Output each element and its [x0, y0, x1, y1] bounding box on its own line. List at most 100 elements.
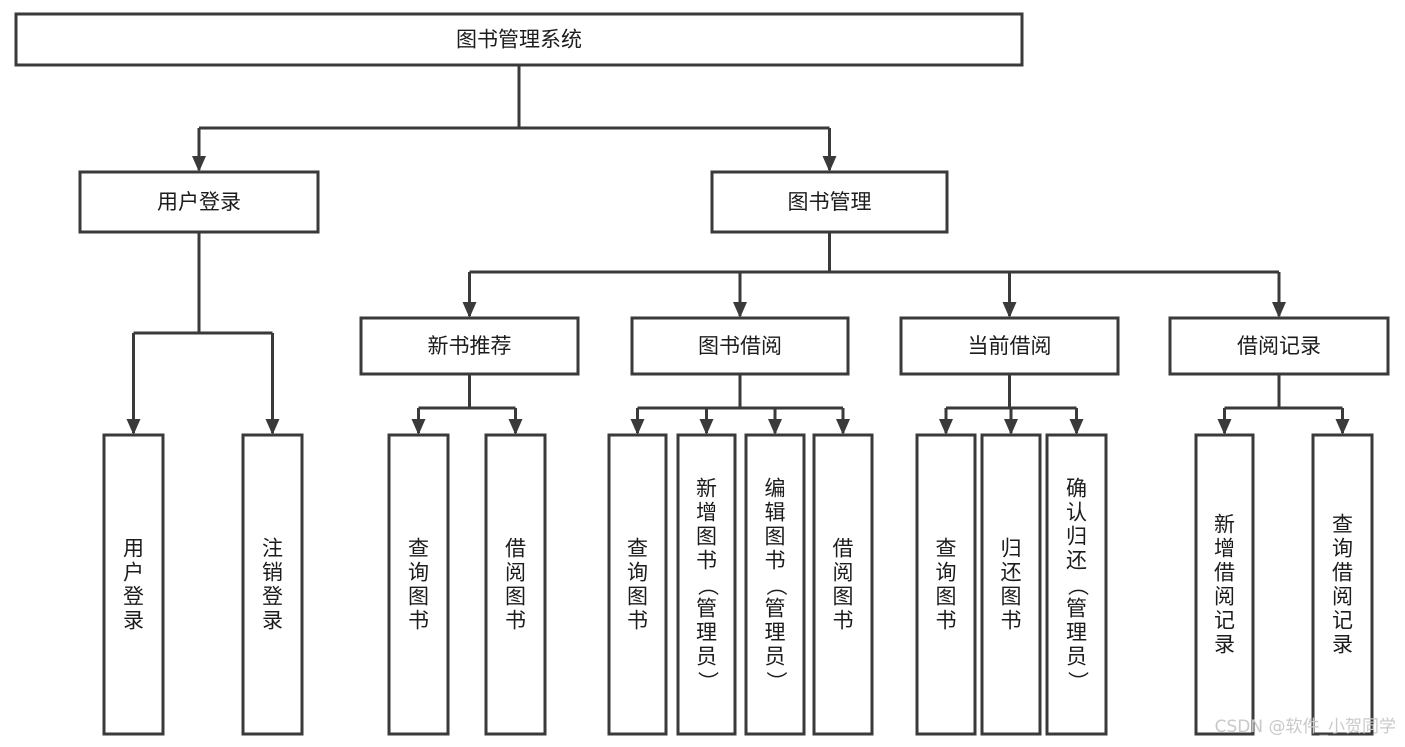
node-borrow-record[interactable]: 借阅记录 [1168, 316, 1390, 376]
node-new-book-recommend[interactable]: 新书推荐 [359, 316, 580, 376]
node-label-char: 查 [1332, 513, 1353, 537]
node-label-char: 图 [408, 585, 429, 609]
node-label-char: 辑 [765, 501, 786, 525]
node-label-char: 增 [1214, 537, 1235, 561]
node-label-char: 图 [627, 585, 648, 609]
node-label-char: 录 [262, 609, 283, 633]
node-current-borrow[interactable]: 当前借阅 [899, 316, 1120, 376]
node-label-char: 图 [505, 585, 526, 609]
node-label-char: 查 [936, 537, 957, 561]
node-label-char: 书 [505, 609, 526, 633]
node-label-char: 新 [1214, 513, 1235, 537]
arrow-head-icon [462, 302, 477, 318]
node-box-leaf-user-login [102, 433, 165, 736]
arrow-head-icon [265, 419, 280, 435]
node-label-char: 借 [833, 537, 854, 561]
node-label-new-book-recommend: 新书推荐 [428, 334, 512, 358]
node-label-char: 户 [123, 561, 144, 585]
node-label-char: 图 [1001, 585, 1022, 609]
node-label-char: 归 [1066, 525, 1087, 549]
arrow-head-icon [1004, 419, 1018, 435]
arrow-head-icon [822, 156, 837, 172]
node-box-leaf-confirm-return-admin [1045, 433, 1108, 736]
node-box-book-borrow [630, 316, 850, 376]
node-label-char: 书 [765, 549, 786, 573]
node-book-management[interactable]: 图书管理 [710, 170, 949, 234]
node-label-char: 登 [262, 585, 283, 609]
node-label-char: 录 [1332, 633, 1353, 657]
node-label-char: 管 [1066, 597, 1087, 621]
csdn-watermark: CSDN @软件_小贺同学 [1215, 717, 1396, 737]
node-label-char: 录 [123, 609, 144, 633]
node-label-char: 增 [696, 501, 717, 525]
arrow-head-icon [1002, 302, 1017, 318]
node-label-book-management: 图书管理 [788, 190, 872, 214]
node-book-borrow[interactable]: 图书借阅 [630, 316, 850, 376]
node-box-leaf-borrow-book [812, 433, 874, 736]
node-label-char: 理 [1066, 621, 1087, 645]
node-box-leaf-query-book-borrow [607, 433, 668, 736]
node-label-char: 归 [1001, 537, 1022, 561]
node-label-char: 书 [833, 609, 854, 633]
node-label-char: 员 [765, 645, 786, 669]
node-label-char: 借 [505, 537, 526, 561]
node-label-char: 还 [1066, 549, 1087, 573]
node-label-char: 阅 [1332, 585, 1353, 609]
arrow-head-icon [508, 419, 523, 435]
node-label-char: 书 [936, 609, 957, 633]
node-label-char: 管 [696, 597, 717, 621]
node-label-char: ） [696, 671, 720, 692]
node-label-char: ） [764, 671, 788, 692]
node-label-char: 阅 [1214, 585, 1235, 609]
node-label-char: 借 [1332, 561, 1353, 585]
node-leaf-user-login[interactable]: 用户登录 [102, 433, 165, 736]
node-label-char: 书 [627, 609, 648, 633]
node-label-root: 图书管理系统 [456, 28, 582, 52]
node-label-char: 书 [696, 549, 717, 573]
node-label-char: 图 [833, 585, 854, 609]
arrow-head-icon [1217, 419, 1232, 435]
node-box-leaf-query-book-current [915, 433, 977, 736]
node-user-login[interactable]: 用户登录 [78, 170, 320, 234]
node-label-char: （ [764, 575, 788, 596]
node-label-char: 理 [765, 621, 786, 645]
arrow-head-icon [411, 419, 426, 435]
arrow-head-icon [733, 302, 747, 318]
node-label-char: 注 [262, 537, 283, 561]
node-label-char: 查 [627, 537, 648, 561]
node-label-char: （ [1066, 575, 1090, 596]
arrow-head-icon [126, 419, 141, 435]
node-label-borrow-record: 借阅记录 [1237, 334, 1321, 358]
arrow-head-icon [939, 419, 953, 435]
node-label-char: 书 [1001, 609, 1022, 633]
node-label-user-login: 用户登录 [157, 190, 241, 214]
node-label-char: 销 [262, 561, 283, 585]
arrow-head-icon [192, 156, 206, 172]
node-label-char: 登 [123, 585, 144, 609]
node-label-char: 员 [696, 645, 717, 669]
node-label-char: 编 [765, 477, 786, 501]
node-label-char: 认 [1066, 501, 1087, 525]
node-box-leaf-add-borrow-record [1194, 433, 1255, 736]
node-label-char: 询 [1332, 537, 1353, 561]
node-root[interactable]: 图书管理系统 [14, 12, 1024, 67]
node-label-char: 新 [696, 477, 717, 501]
node-box-leaf-query-book-recommend [387, 433, 450, 736]
arrow-head-icon [1335, 419, 1350, 435]
node-label-char: 查 [408, 537, 429, 561]
arrow-head-icon [1272, 302, 1286, 318]
node-label-char: 员 [1066, 645, 1087, 669]
arrow-head-icon [630, 419, 645, 435]
